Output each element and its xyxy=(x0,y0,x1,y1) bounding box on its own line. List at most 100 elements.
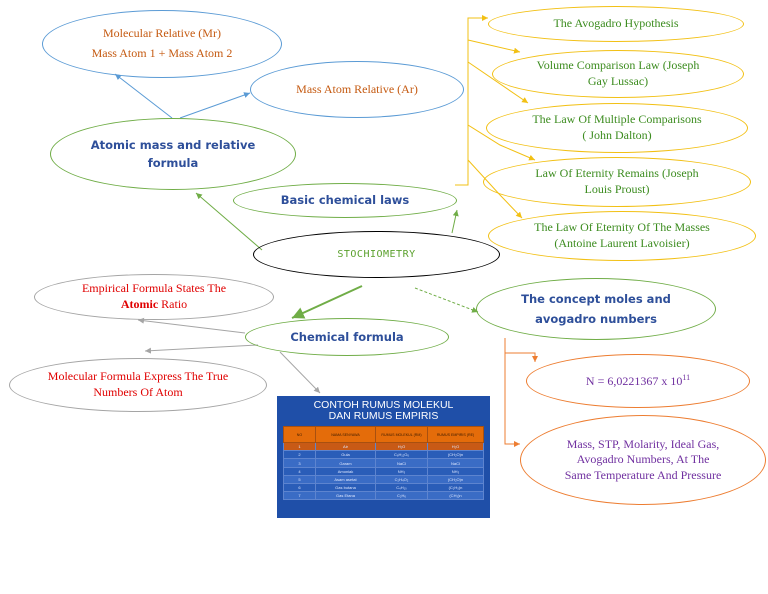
table-cell: H₂O xyxy=(375,442,428,452)
connector-formula-to-table xyxy=(279,351,321,394)
node-avogadro-number-label: N = 6,0221367 x 1011 xyxy=(586,373,690,390)
node-molecular-relative-line1: Molecular Relative (Mr) xyxy=(103,26,221,41)
table-header-cell: NO xyxy=(283,426,316,444)
node-concept-moles-line2: avogadro numbers xyxy=(535,311,657,326)
node-mass-stp: Mass, STP, Molarity, Ideal Gas, Avogadro… xyxy=(520,415,766,505)
table-cell: C₂H₄O₂ xyxy=(375,474,428,484)
node-avogadro-number-exponent: 11 xyxy=(682,372,691,382)
table-cell: Amoniak xyxy=(315,466,376,476)
node-molecular-formula-line1: Molecular Formula Express The True xyxy=(47,369,229,384)
connector-laws-to-remains xyxy=(467,124,536,161)
node-empirical-formula-line1: Empirical Formula States The xyxy=(81,281,227,296)
node-empirical-formula-rest: Ratio xyxy=(158,297,188,311)
node-multiple-comparisons-line2: ( John Dalton) xyxy=(582,128,652,142)
node-empirical-formula: Empirical Formula States The Atomic Rati… xyxy=(34,274,274,320)
table-cell: Gas butana xyxy=(315,482,376,493)
node-atomic-mass: Atomic mass and relative formula xyxy=(50,118,296,190)
node-molecular-relative: Molecular Relative (Mr) Mass Atom 1 + Ma… xyxy=(42,10,282,78)
table-header-row: NO NAMA SENYAWA RUMUS MOLEKUL (RM) RUMUS… xyxy=(283,426,484,444)
node-atomic-mass-line2: formula xyxy=(147,155,199,170)
connector-formula-to-molecular xyxy=(144,344,259,354)
node-mass-atom-relative-label: Mass Atom Relative (Ar) xyxy=(296,81,418,96)
table-title-line2: DAN RUMUS EMPIRIS xyxy=(328,410,439,423)
table-cell: H₂O xyxy=(427,442,484,452)
node-chemical-formula: Chemical formula xyxy=(245,318,449,356)
node-eternity-remains-line2: Louis Proust) xyxy=(584,182,650,196)
node-volume-comparison-line2: Gay Lussac) xyxy=(587,74,649,88)
node-mass-stp-line3: Same Temperature And Pressure xyxy=(564,467,722,482)
node-mass-stp-line1: Mass, STP, Molarity, Ideal Gas, xyxy=(566,436,720,451)
table-cell: NH₃ xyxy=(375,466,428,476)
node-stoichiometry-label: STOCHIOMETRY xyxy=(337,249,416,260)
table-cell: 3 xyxy=(283,458,316,468)
node-basic-laws-label: Basic chemical laws xyxy=(280,193,410,208)
table-cell: NH₃ xyxy=(427,466,484,476)
table-cell: Garam xyxy=(315,458,376,468)
connector-stoich-to-atomic xyxy=(195,192,263,251)
table-cell: 7 xyxy=(283,491,316,501)
table-header-cell: RUMUS EMPIRIS (RE) xyxy=(427,426,484,444)
node-avogadro-hypothesis-label: The Avogadro Hypothesis xyxy=(553,16,679,31)
table-cell: (C₂H₅)n xyxy=(427,482,484,493)
connector-atomic-to-mr xyxy=(114,73,173,119)
table-cell: NaCl xyxy=(427,458,484,468)
node-stoichiometry: STOCHIOMETRY xyxy=(253,231,500,278)
connector-atomic-to-ar xyxy=(179,92,251,119)
node-avogadro-hypothesis: The Avogadro Hypothesis xyxy=(488,6,744,42)
connector-stoich-to-laws xyxy=(451,209,459,234)
table-cell: 2 xyxy=(283,450,316,460)
node-eternity-masses-line2: (Antoine Laurent Lavoisier) xyxy=(554,236,690,250)
node-molecular-relative-line2: Mass Atom 1 + Mass Atom 2 xyxy=(91,46,233,60)
table-cell: C₆H₁₂O₆ xyxy=(375,450,428,460)
connector-laws-to-avogadro xyxy=(455,15,488,186)
table-cell: 1 xyxy=(283,442,316,452)
node-atomic-mass-line1: Atomic mass and relative xyxy=(90,137,256,152)
formula-table: NO NAMA SENYAWA RUMUS MOLEKUL (RM) RUMUS… xyxy=(283,426,484,501)
node-concept-moles-line1: The concept moles and xyxy=(521,291,671,306)
node-molecular-formula-line2: Numbers Of Atom xyxy=(93,385,183,399)
node-multiple-comparisons: The Law Of Multiple Comparisons ( John D… xyxy=(486,103,748,153)
node-molecular-formula: Molecular Formula Express The True Numbe… xyxy=(9,358,267,412)
node-basic-laws: Basic chemical laws xyxy=(233,183,457,218)
table-cell: (CH₃)n xyxy=(427,491,484,501)
connector-laws-to-masses xyxy=(467,159,523,219)
connector-moles-to-n xyxy=(504,338,538,362)
table-cell: Gas Etana xyxy=(315,491,376,501)
node-eternity-masses: The Law Of Eternity Of The Masses (Antoi… xyxy=(488,211,756,261)
table-cell: 5 xyxy=(283,474,316,484)
table-cell: 6 xyxy=(283,482,316,493)
node-avogadro-number: N = 6,0221367 x 1011 xyxy=(526,354,750,408)
connector-laws-to-multiple xyxy=(467,61,529,104)
node-mass-atom-relative: Mass Atom Relative (Ar) xyxy=(250,61,464,118)
table-header-cell: RUMUS MOLEKUL (RM) xyxy=(375,426,428,444)
table-cell: NaCl xyxy=(375,458,428,468)
table-cell: C₂H₆ xyxy=(375,491,428,501)
node-volume-comparison: Volume Comparison Law (Joseph Gay Lussac… xyxy=(492,50,744,98)
node-eternity-masses-line1: The Law Of Eternity Of The Masses xyxy=(534,220,710,235)
node-empirical-formula-bold-word: Atomic xyxy=(120,297,159,311)
formula-table-image: CONTOH RUMUS MOLEKUL DAN RUMUS EMPIRIS N… xyxy=(277,396,490,518)
table-cell: Gula xyxy=(315,450,376,460)
node-avogadro-number-base: N = 6,0221367 x 10 xyxy=(585,373,683,388)
table-cell: C₄H₁₀ xyxy=(375,482,428,493)
connector-stoich-to-moles xyxy=(414,287,479,313)
node-concept-moles: The concept moles and avogadro numbers xyxy=(476,278,716,340)
table-cell: 4 xyxy=(283,466,316,476)
node-empirical-formula-line2: Atomic Ratio xyxy=(82,297,226,313)
connector-moles-to-mass xyxy=(504,338,520,447)
connector-stoich-to-formula xyxy=(291,285,363,319)
node-chemical-formula-label: Chemical formula xyxy=(290,329,404,344)
node-volume-comparison-line1: Volume Comparison Law (Joseph xyxy=(536,58,700,73)
node-multiple-comparisons-line1: The Law Of Multiple Comparisons xyxy=(532,112,702,127)
connector-laws-to-volume xyxy=(467,39,521,54)
table-cell: (CH₂O)n xyxy=(427,450,484,460)
table-cell: (CH₂O)n xyxy=(427,474,484,484)
node-eternity-remains: Law Of Eternity Remains (Joseph Louis Pr… xyxy=(483,157,751,207)
